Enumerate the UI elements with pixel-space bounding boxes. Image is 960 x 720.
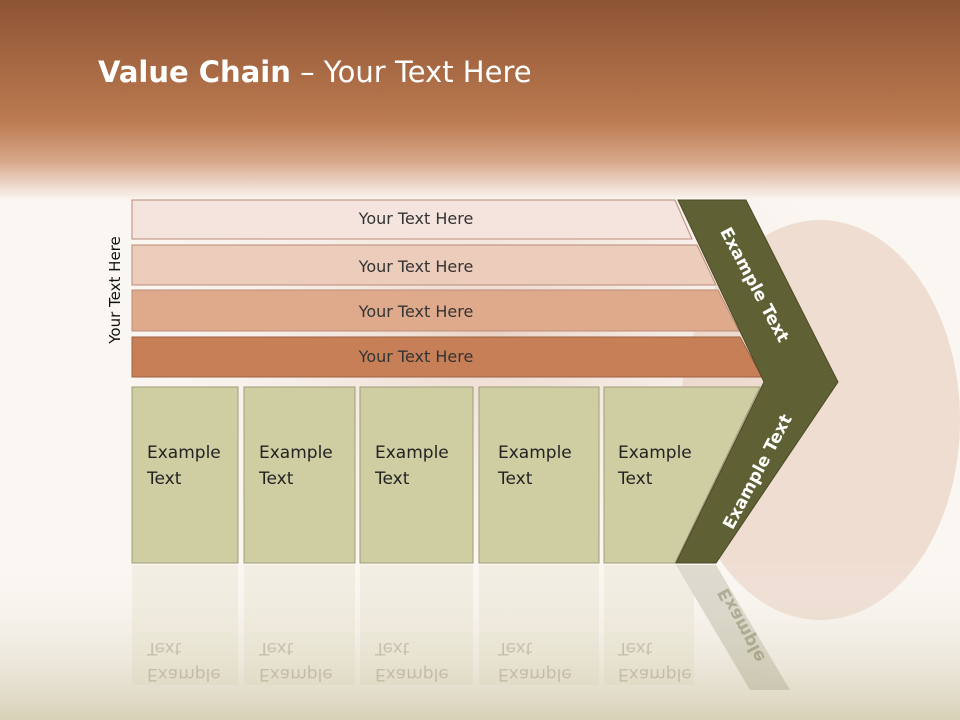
box-2-line1: Example: [259, 443, 333, 463]
box-5-reflection: Example Text: [618, 638, 692, 684]
bar-2-shape: [131, 244, 717, 286]
box-2-line2: Text: [259, 469, 294, 489]
box-2-reflection: Example Text: [259, 638, 333, 684]
bar-2-label: Your Text Here: [358, 257, 474, 276]
box-1-shape: [131, 386, 239, 564]
box-4-line2: Text: [498, 469, 533, 489]
box-1-reflection: Example Text: [147, 638, 221, 684]
bar-4-label: Your Text Here: [358, 347, 474, 366]
box-3-reflection: Example Text: [375, 638, 449, 684]
box-4-shape: [478, 386, 600, 564]
bar-3-shape: [131, 289, 740, 332]
box-5-line2: Text: [618, 469, 653, 489]
title-bold: Value Chain: [98, 55, 291, 89]
chevron-shape: [675, 199, 839, 564]
box-1-line2: Text: [147, 469, 182, 489]
bar-1-label: Your Text Here: [358, 209, 474, 228]
header-band: [0, 0, 960, 200]
box-2-shape: [243, 386, 356, 564]
box-3-line1: Example: [375, 443, 449, 463]
reflection: [132, 565, 790, 690]
box-5-line1: Example: [618, 443, 692, 463]
bar-1-shape: [131, 199, 693, 240]
box-1-line1: Example: [147, 443, 221, 463]
background-grass: [0, 560, 960, 720]
box-5-shape: [603, 386, 761, 564]
box-2-label: Example Text: [259, 440, 333, 492]
box-1-label: Example Text: [147, 440, 221, 492]
title-rest: – Your Text Here: [290, 55, 532, 89]
box-4-line1: Example: [498, 443, 572, 463]
box-3-line2: Text: [375, 469, 410, 489]
bar-3-label: Your Text Here: [358, 302, 474, 321]
box-4-reflection: Example Text: [498, 638, 572, 684]
box-3-shape: [359, 386, 474, 564]
box-4-label: Example Text: [498, 440, 572, 492]
slide-title: Value Chain – Your Text Here: [98, 55, 532, 89]
box-3-label: Example Text: [375, 440, 449, 492]
box-5-label: Example Text: [618, 440, 692, 492]
